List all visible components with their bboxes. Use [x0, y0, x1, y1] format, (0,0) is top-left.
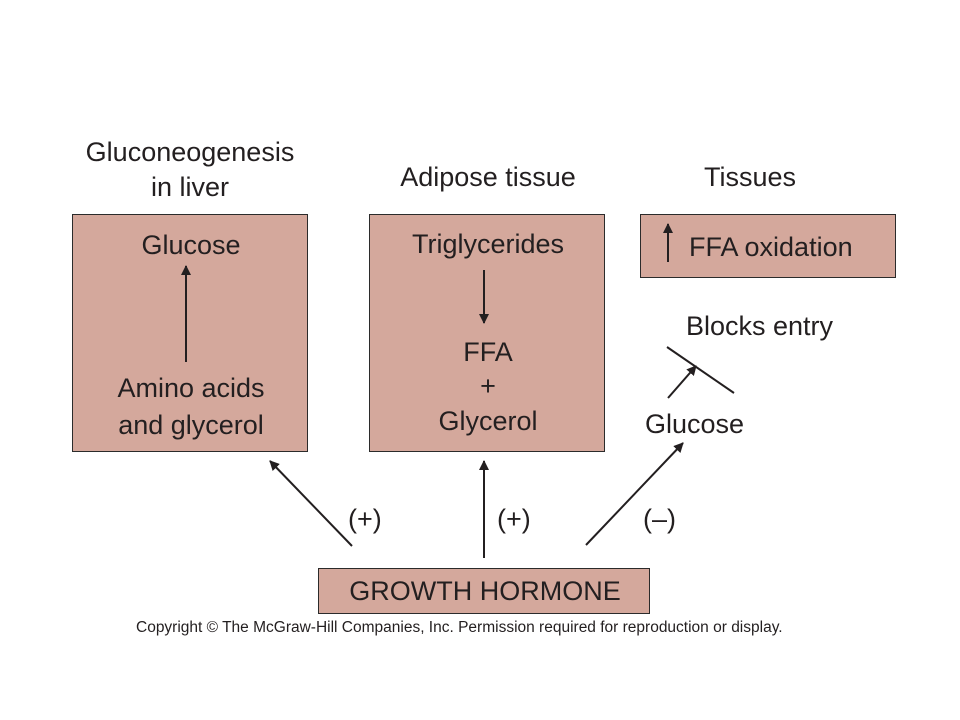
liver-amino-acids-text: Amino acids: [117, 373, 265, 403]
growth-hormone-text: GROWTH HORMONE: [349, 576, 621, 606]
adipose-plus-text: +: [480, 371, 496, 401]
blocks-entry-label: Blocks entry: [686, 311, 834, 341]
effect-liver-positive: (+): [348, 504, 382, 534]
adipose-ffa-text: FFA: [463, 337, 513, 367]
liver-glycerol-text: and glycerol: [118, 410, 264, 440]
adipose-triglycerides-text: Triglycerides: [411, 229, 565, 259]
effect-glucose-negative: (–): [643, 504, 676, 534]
liver-box: Glucose Amino acids and glycerol: [72, 214, 308, 452]
heading-gluconeogenesis: Gluconeogenesis: [85, 137, 295, 167]
growth-hormone-box: GROWTH HORMONE: [318, 568, 650, 614]
copyright-notice: Copyright © The McGraw-Hill Companies, I…: [136, 619, 783, 636]
effect-adipose-positive: (+): [497, 504, 531, 534]
gh-to-glucose-arrow: [585, 442, 684, 546]
gh-to-liver-arrow: [269, 460, 353, 547]
tissues-ffa-oxidation-text: FFA oxidation: [689, 232, 853, 262]
block-bar: [666, 346, 735, 394]
glucose-label: Glucose: [645, 409, 745, 439]
heading-adipose-tissue: Adipose tissue: [400, 162, 576, 192]
liver-glucose-text: Glucose: [141, 230, 241, 260]
adipose-glycerol-text: Glycerol: [438, 406, 538, 436]
heading-tissues: Tissues: [703, 162, 797, 192]
glucose-entry-arrow: [667, 365, 697, 399]
tissues-box: FFA oxidation: [640, 214, 896, 278]
adipose-box: Triglycerides FFA + Glycerol: [369, 214, 605, 452]
heading-in-liver: in liver: [150, 172, 230, 202]
